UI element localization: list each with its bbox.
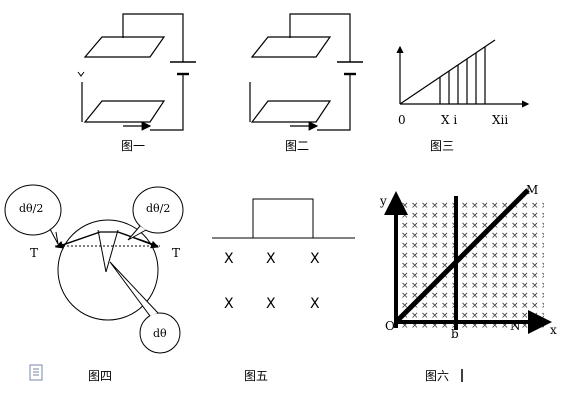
svg-text:X: X — [310, 251, 320, 267]
figure-3-force-displacement-graph — [396, 39, 530, 108]
fig6-label-m: M — [526, 183, 538, 197]
fig6-origin: O — [385, 319, 395, 333]
svg-text:X: X — [224, 296, 234, 312]
figure-4-rope-element — [4, 184, 184, 354]
fig3-origin-label: 0 — [398, 113, 406, 127]
document-icon — [29, 364, 43, 381]
figure-5-loop-over-field — [212, 198, 355, 239]
svg-text:X: X — [266, 251, 276, 267]
fig4-bubble-bottom: dθ — [153, 327, 167, 340]
figure-6-rails-in-field — [384, 188, 552, 334]
fig4-tension-right: T — [172, 246, 180, 260]
fig6-x-axis: x — [550, 323, 557, 337]
svg-text:X: X — [224, 251, 234, 267]
caption-fig6: 图六 — [425, 369, 449, 383]
fig3-x2-label: Xii — [492, 113, 508, 127]
figure-2-capacitor-circuit — [249, 13, 363, 131]
fig3-x1-label: X i — [441, 113, 457, 127]
caption-fig5: 图五 — [244, 369, 268, 383]
fig6-label-b: b — [451, 327, 459, 341]
svg-text:X: X — [266, 296, 276, 312]
caption-fig2: 图二 — [285, 139, 309, 153]
caption-fig3: 图三 — [430, 139, 454, 153]
caption-fig1: 图一 — [121, 139, 145, 153]
fig6-label-n: N — [510, 319, 521, 333]
fig4-bubble-right: dθ/2 — [146, 202, 170, 215]
fig4-tension-left: T — [30, 246, 38, 260]
fig6-y-axis: y — [379, 194, 387, 208]
fig4-bubble-left: dθ/2 — [19, 202, 43, 215]
svg-text:X: X — [310, 296, 320, 312]
fig5-field-marks: X X X X X X — [224, 251, 320, 312]
caption-fig4: 图四 — [88, 369, 112, 383]
figure-1-capacitor-circuit — [77, 13, 196, 131]
